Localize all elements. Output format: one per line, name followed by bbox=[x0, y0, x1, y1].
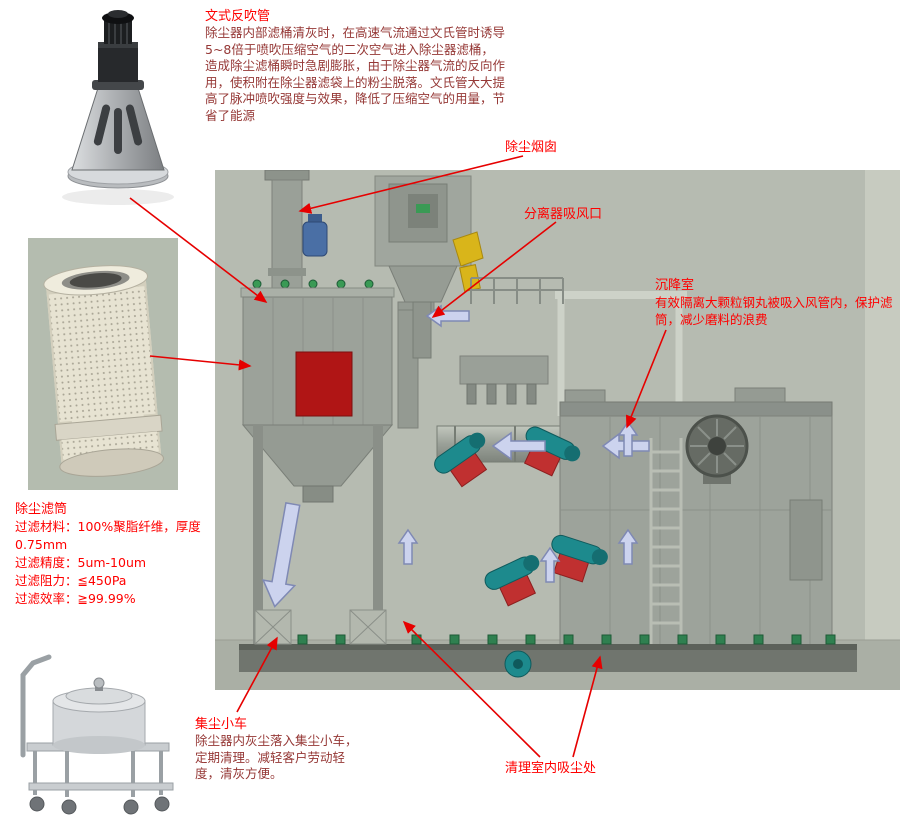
venturi-title: 文式反吹管 bbox=[205, 9, 271, 24]
dust-cart-title: 集尘小车 bbox=[195, 717, 248, 732]
filter-cartridge-photo bbox=[28, 238, 178, 490]
dust-cart-callout: 集尘小车 除尘器内灰尘落入集尘小车，定期清理。减轻客户劳动轻度，清灰方便。 bbox=[195, 716, 363, 783]
filter-spec-resistance: 过滤阻力：≦450Pa bbox=[15, 573, 127, 588]
cart-illustration bbox=[20, 654, 174, 815]
chimney-label: 除尘烟囱 bbox=[505, 140, 558, 155]
venturi-tube-photo bbox=[62, 10, 174, 205]
base-platform bbox=[239, 644, 857, 672]
red-access-panel bbox=[295, 351, 353, 417]
filter-spec-efficiency: 过滤效率：≧99.99% bbox=[15, 591, 136, 606]
dust-collector-unit bbox=[240, 279, 395, 647]
filter-title: 除尘滤筒 bbox=[15, 502, 68, 517]
collection-boxes bbox=[254, 609, 387, 645]
filter-illustration bbox=[43, 265, 164, 477]
airflow-arrow-up-3 bbox=[617, 528, 639, 565]
airflow-arrows bbox=[261, 304, 650, 608]
filter-callout: 除尘滤筒 过滤材料：100%聚脂纤维，厚度 0.75mm 过滤精度：5um-10… bbox=[15, 501, 220, 608]
dust-cart-body: 除尘器内灰尘落入集尘小车，定期清理。减轻客户劳动轻度，清灰方便。 bbox=[195, 733, 358, 781]
settling-hopper bbox=[459, 355, 549, 405]
fan-blower bbox=[685, 414, 749, 484]
settling-chamber-body: 有效隔离大颗粒钢丸被吸入风管内，保护滤筒，减少磨料的浪费 bbox=[655, 295, 893, 327]
venturi-illustration bbox=[62, 10, 174, 205]
chamber-door bbox=[789, 499, 823, 581]
airflow-arrow-up-2 bbox=[539, 546, 561, 583]
airflow-arrow-left-duct1 bbox=[491, 431, 546, 461]
machine-render bbox=[215, 170, 900, 690]
conveyor-motor bbox=[504, 650, 532, 678]
blast-motor-4 bbox=[551, 534, 608, 583]
airflow-arrow-up-1 bbox=[397, 528, 419, 565]
venturi-body: 除尘器内部滤桶清灰时，在高速气流通过文氏管时诱导5~8倍于喷吹压缩空气的二次空气… bbox=[205, 25, 506, 123]
airflow-arrow-up-4 bbox=[617, 420, 639, 457]
blast-motor-3 bbox=[484, 555, 540, 607]
separator-inlet-label: 分离器吸风口 bbox=[524, 207, 603, 222]
ladder bbox=[649, 438, 683, 648]
venturi-callout: 文式反吹管 除尘器内部滤桶清灰时，在高速气流通过文氏管时诱导5~8倍于喷吹压缩空… bbox=[205, 8, 505, 124]
collector-hopper bbox=[241, 424, 394, 487]
blast-motor-1 bbox=[434, 432, 488, 488]
dust-cart-photo bbox=[20, 654, 174, 815]
pulse-valve-motor bbox=[302, 214, 328, 257]
cleaning-suction-label: 清理室内吸尘处 bbox=[505, 761, 597, 776]
settling-chamber-callout: 沉降室 有效隔离大颗粒钢丸被吸入风管内，保护滤筒，减少磨料的浪费 bbox=[655, 277, 893, 328]
settling-chamber-title: 沉降室 bbox=[655, 278, 695, 293]
filter-spec-precision: 过滤精度：5um-10um bbox=[15, 555, 147, 570]
airflow-arrow-down-diagonal bbox=[261, 501, 301, 608]
filter-spec-thickness: 0.75mm bbox=[15, 537, 68, 552]
support-frame bbox=[557, 298, 683, 416]
filter-spec-material: 过滤材料：100%聚脂纤维，厚度 bbox=[15, 519, 201, 534]
